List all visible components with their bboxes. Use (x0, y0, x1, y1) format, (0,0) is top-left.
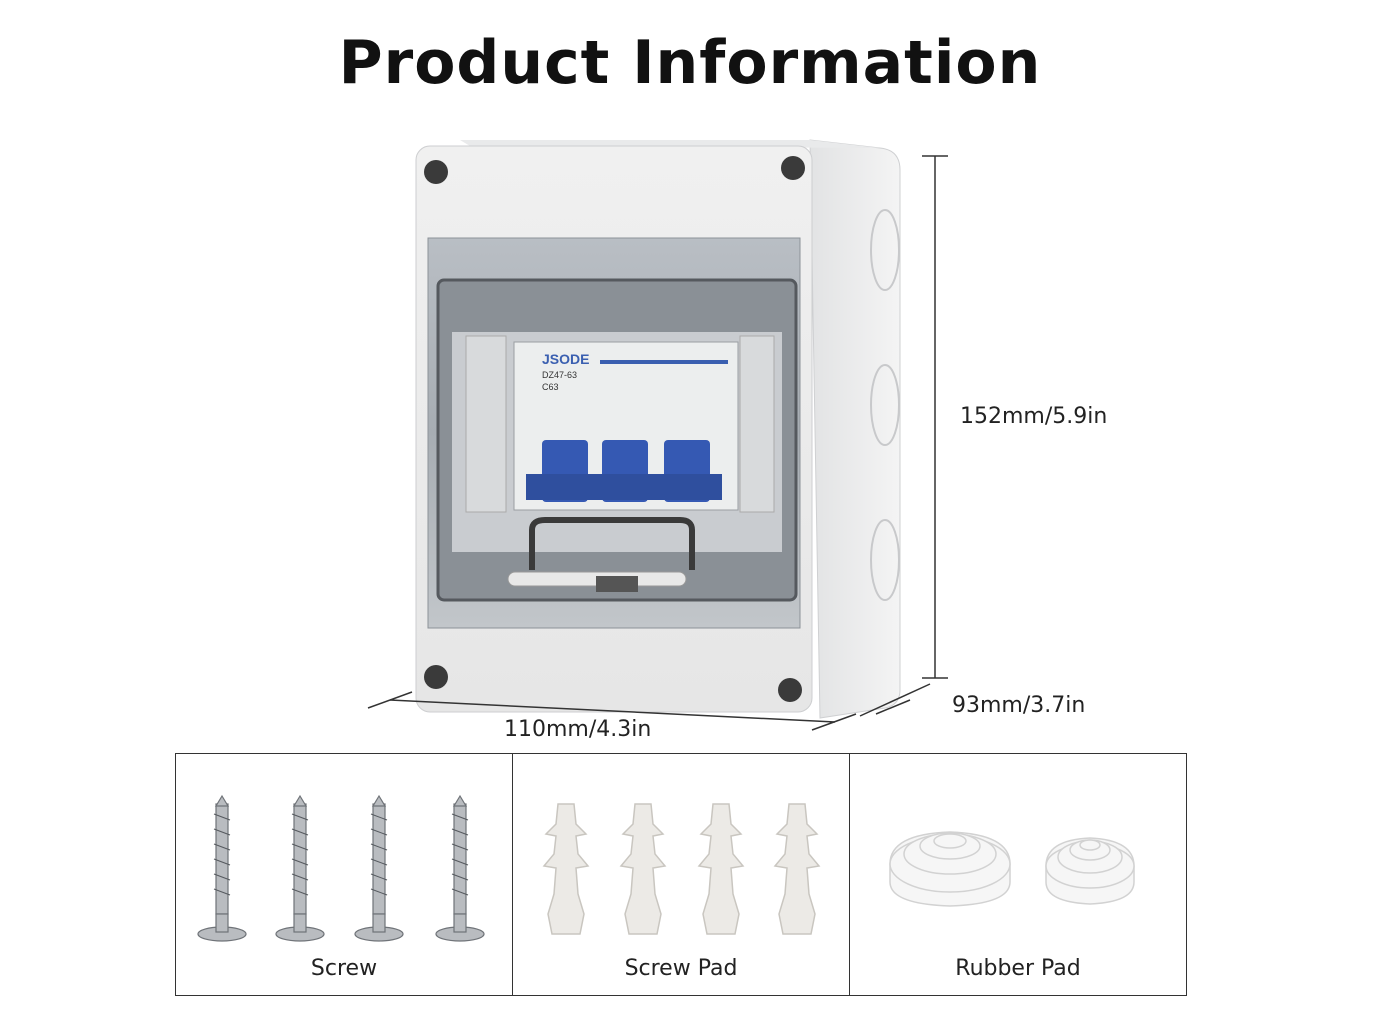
accessory-cell-rubber-pad: Rubber Pad (850, 754, 1186, 995)
rubber-grommet-icon (889, 831, 1135, 907)
width-dimension: 110mm/4.3in (504, 717, 652, 742)
breaker-rating: C63 (542, 382, 559, 392)
accessory-label-screw-pad: Screw Pad (624, 956, 738, 981)
accessory-label-rubber-pad: Rubber Pad (955, 956, 1081, 981)
screw-icon (197, 794, 485, 942)
accessory-cell-screw-pad: Screw Pad (513, 754, 850, 995)
page-title: Product Information (338, 28, 1042, 98)
accessory-cell-screw: Screw (176, 754, 513, 995)
wall-anchor-icon (542, 803, 821, 935)
breaker-model: DZ47-63 (542, 370, 577, 380)
accessory-label-screw: Screw (310, 956, 378, 981)
enclosure-box-illustration: JSODE DZ47-63 C63 (367, 139, 948, 731)
height-dimension: 152mm/5.9in (960, 404, 1108, 429)
accessories-table: Screw Screw Pad (175, 753, 1187, 996)
depth-dimension: 93mm/3.7in (952, 693, 1086, 718)
breaker-brand: JSODE (542, 351, 589, 367)
